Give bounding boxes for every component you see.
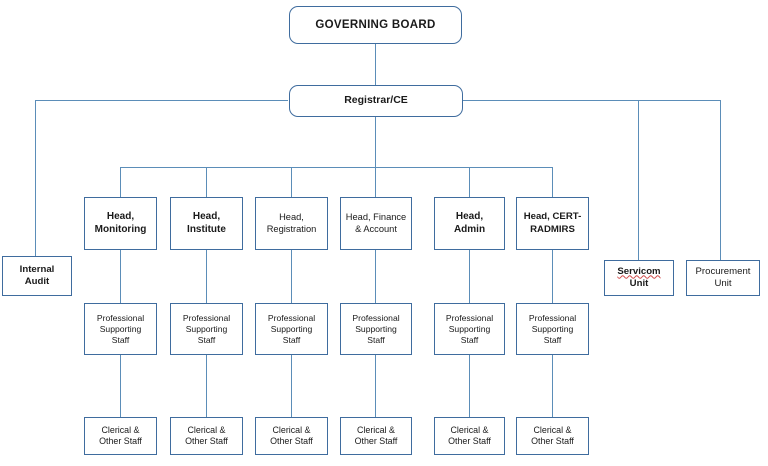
connector-bus-right bbox=[463, 100, 721, 101]
connector-drop-servicom bbox=[638, 100, 639, 260]
connector-head-to-prof-1 bbox=[120, 250, 121, 303]
node-head-institute[interactable]: Head, Institute bbox=[170, 197, 243, 250]
connector-prof-to-clerical-2 bbox=[206, 355, 207, 417]
node-professional-staff-1[interactable]: Professional Supporting Staff bbox=[84, 303, 157, 355]
connector-head-drop-3 bbox=[291, 167, 292, 197]
connector-head-to-prof-4 bbox=[375, 250, 376, 303]
node-head-finance-account[interactable]: Head, Finance & Account bbox=[340, 197, 412, 250]
node-professional-staff-3[interactable]: Professional Supporting Staff bbox=[255, 303, 328, 355]
node-head-admin[interactable]: Head, Admin bbox=[434, 197, 505, 250]
servicom-label-line1: Servicom bbox=[617, 265, 661, 277]
node-internal-audit[interactable]: Internal Audit bbox=[2, 256, 72, 296]
node-head-registration[interactable]: Head, Registration bbox=[255, 197, 328, 250]
connector-head-drop-1 bbox=[120, 167, 121, 197]
connector-bus-left bbox=[35, 100, 288, 101]
node-clerical-staff-3[interactable]: Clerical & Other Staff bbox=[255, 417, 328, 455]
connector-head-bus bbox=[120, 167, 552, 168]
node-professional-staff-5[interactable]: Professional Supporting Staff bbox=[434, 303, 505, 355]
connector-head-to-prof-2 bbox=[206, 250, 207, 303]
node-clerical-staff-4[interactable]: Clerical & Other Staff bbox=[340, 417, 412, 455]
node-clerical-staff-1[interactable]: Clerical & Other Staff bbox=[84, 417, 157, 455]
node-professional-staff-6[interactable]: Professional Supporting Staff bbox=[516, 303, 589, 355]
node-professional-staff-2[interactable]: Professional Supporting Staff bbox=[170, 303, 243, 355]
servicom-label-line2: Unit bbox=[629, 278, 649, 289]
node-procurement-unit[interactable]: Procurement Unit bbox=[686, 260, 760, 296]
connector-prof-to-clerical-6 bbox=[552, 355, 553, 417]
node-clerical-staff-5[interactable]: Clerical & Other Staff bbox=[434, 417, 505, 455]
connector-head-to-prof-5 bbox=[469, 250, 470, 303]
connector-prof-to-clerical-5 bbox=[469, 355, 470, 417]
node-head-cert-radmirs[interactable]: Head, CERT- RADMIRS bbox=[516, 197, 589, 250]
node-head-monitoring[interactable]: Head, Monitoring bbox=[84, 197, 157, 250]
connector-drop-procurement bbox=[720, 100, 721, 260]
node-clerical-staff-6[interactable]: Clerical & Other Staff bbox=[516, 417, 589, 455]
node-servicom-unit[interactable]: Servicom Unit bbox=[604, 260, 674, 296]
node-professional-staff-4[interactable]: Professional Supporting Staff bbox=[340, 303, 412, 355]
connector-drop-internal-audit bbox=[35, 100, 36, 256]
connector-head-to-prof-3 bbox=[291, 250, 292, 303]
node-governing-board[interactable]: GOVERNING BOARD bbox=[289, 6, 462, 44]
connector-head-to-prof-6 bbox=[552, 250, 553, 303]
connector-prof-to-clerical-1 bbox=[120, 355, 121, 417]
connector-prof-to-clerical-3 bbox=[291, 355, 292, 417]
connector-registrar-stem bbox=[375, 117, 376, 167]
node-clerical-staff-2[interactable]: Clerical & Other Staff bbox=[170, 417, 243, 455]
connector-board-to-registrar bbox=[375, 44, 376, 85]
node-registrar-ce[interactable]: Registrar/CE bbox=[289, 85, 463, 117]
connector-prof-to-clerical-4 bbox=[375, 355, 376, 417]
connector-head-drop-4 bbox=[375, 167, 376, 197]
connector-head-drop-6 bbox=[552, 167, 553, 197]
connector-head-drop-5 bbox=[469, 167, 470, 197]
connector-head-drop-2 bbox=[206, 167, 207, 197]
